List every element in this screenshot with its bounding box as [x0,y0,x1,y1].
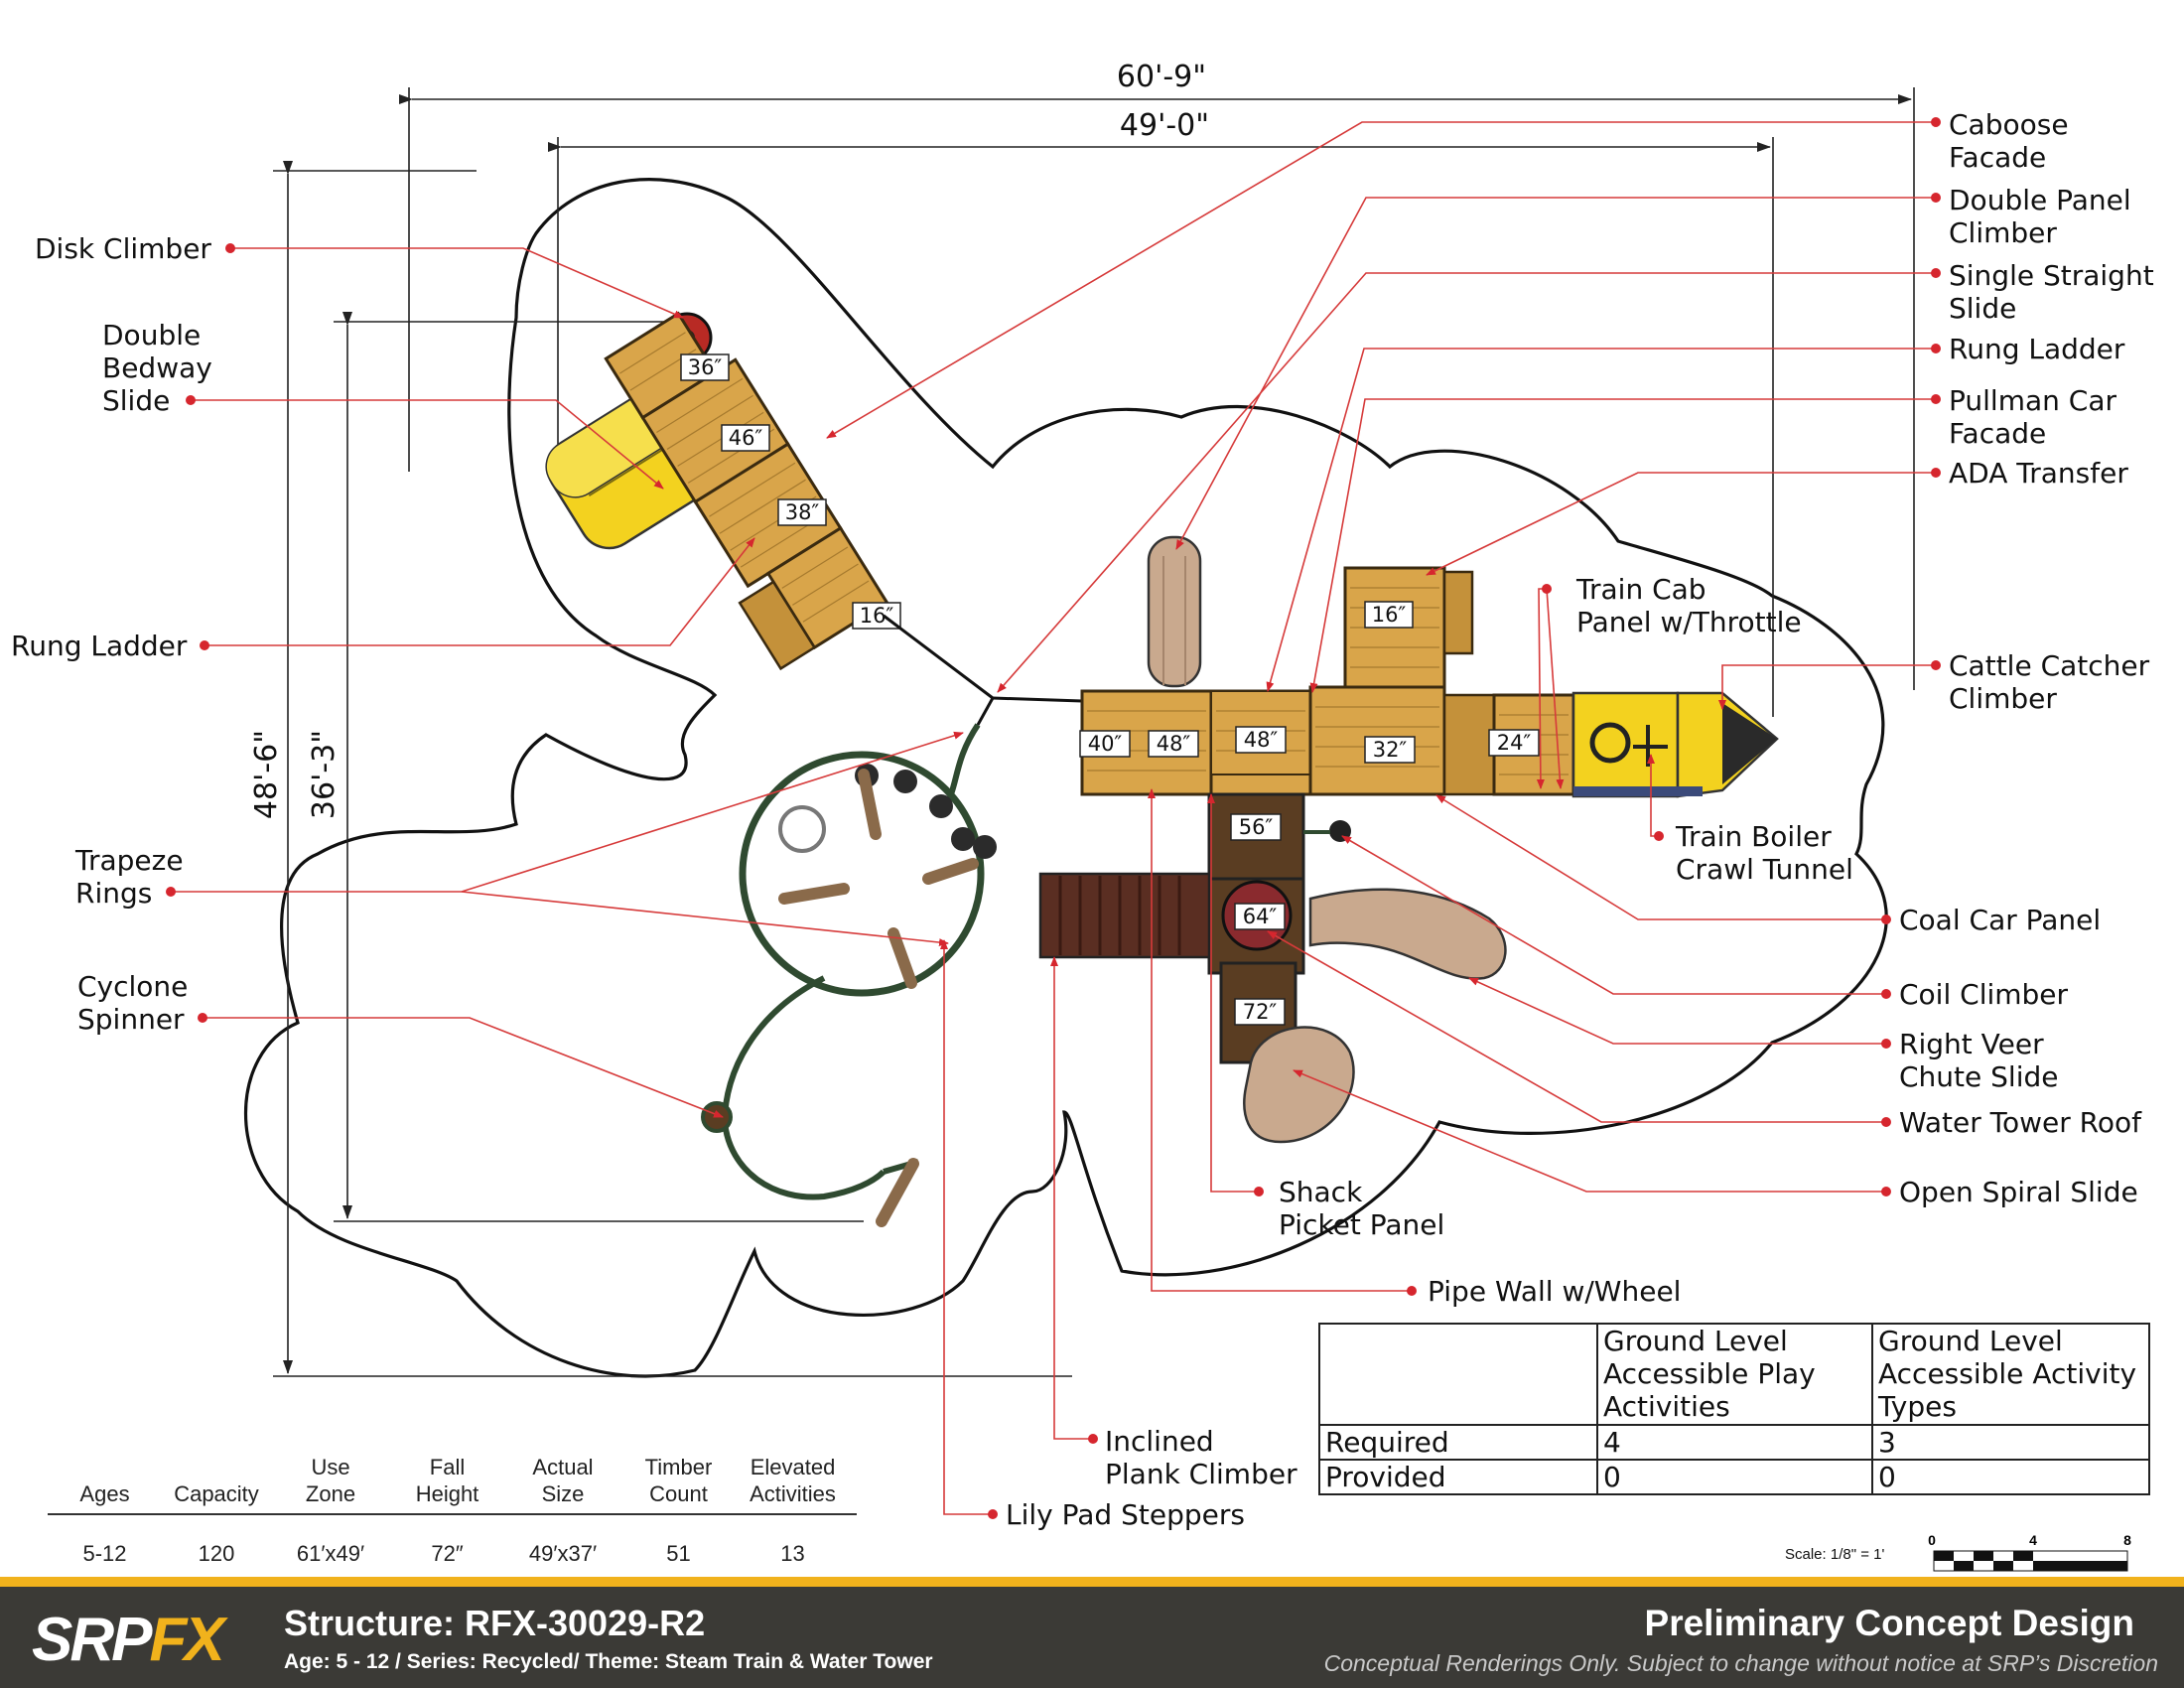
deck-height-56: 56″ [1239,815,1274,839]
label-dots [166,117,1941,1519]
deck-height-32: 32″ [1373,738,1408,762]
structure-subline: Age: 5 - 12 / Series: Recycled/ Theme: S… [284,1650,933,1673]
deck-height-40: 40″ [1088,732,1123,756]
trapeze-area [701,723,997,1227]
table-row: Required 4 3 [1318,1424,2150,1461]
label-cattle-catcher-climber: Cattle Catcher Climber [1949,649,2158,715]
spec-capacity: 120 [198,1540,235,1566]
deck-height-24: 24″ [1497,731,1532,755]
structure-id: Structure: RFX-30029-R2 [284,1603,706,1643]
spec-timber-count: 51 [666,1540,691,1566]
label-shack-picket-panel: Shack Picket Panel [1279,1176,1444,1241]
spec-use-zone: 61′x49′ [296,1540,365,1566]
train-deck-tags: 16″ 40″ 48″ 48″ 32″ 24″ 56″ 64″ 72″ [1079,601,1540,1026]
label-pullman-car-facade: Pullman Car Facade [1949,384,2125,450]
label-coal-car-panel: Coal Car Panel [1899,904,2101,936]
scale-tick-8: 8 [2123,1532,2131,1548]
spec-fall-height: 72″ [431,1540,464,1566]
bridge-lines [883,614,1083,726]
label-lily-pad-steppers: Lily Pad Steppers [1006,1498,1245,1531]
deck-height-64: 64″ [1243,905,1278,928]
deck-height-48b: 48″ [1244,728,1279,752]
spec-actual-size: 49′x37′ [528,1540,598,1566]
open-spiral-slide [1243,1026,1355,1144]
label-rung-ladder-left: Rung Ladder [11,630,188,662]
provided-play: 0 [1596,1459,1873,1495]
right-veer-chute-slide [1308,888,1507,980]
table-row: Provided 0 0 [1318,1459,2150,1495]
required-play: 4 [1596,1424,1873,1461]
label-caboose-facade: Caboose Facade [1949,108,2077,174]
label-train-cab-panel: Train Cab Panel w/Throttle [1575,573,1802,638]
structure-length-dimension: 49'-0" [1120,108,1209,143]
spec-elevated-activities: 13 [780,1540,805,1566]
label-single-straight-slide: Single Straight Slide [1949,259,2163,325]
scale-bar: Scale: 1/8" = 1' 0 4 8 [1785,1532,2131,1572]
inclined-plank-climber [1038,872,1211,959]
label-coil-climber: Coil Climber [1899,978,2069,1011]
cyclone-spinner [701,1101,733,1133]
label-disk-climber: Disk Climber [35,232,211,265]
deck-height-38: 38″ [785,500,820,524]
label-right-veer-chute-slide: Right Veer Chute Slide [1899,1028,2058,1093]
pipe-wall-wheel-icon [778,805,826,853]
label-double-bedway-slide: Double Bedway Slide [102,319,221,417]
label-pipe-wall-wheel: Pipe Wall w/Wheel [1428,1275,1681,1308]
label-inclined-plank-climber: Inclined Plank Climber [1105,1425,1297,1490]
provided-types: 0 [1871,1459,2150,1495]
dimension-lines [273,87,1915,1377]
spec-header-capacity: Capacity [174,1481,259,1506]
structure-width-dimension: 36'-3" [307,730,341,819]
overall-width-dimension: 48'-6" [249,730,284,819]
deck-height-46: 46″ [729,426,763,450]
deck-height-36: 36″ [688,355,723,379]
row-label-provided: Provided [1318,1459,1598,1495]
overall-length-dimension: 60'-9" [1117,60,1206,94]
leader-lines [171,121,1936,1515]
scale-tick-4: 4 [2029,1532,2037,1548]
disclaimer: Conceptual Renderings Only. Subject to c… [1323,1650,2158,1676]
single-straight-slide [1147,535,1202,688]
spec-ages: 5-12 [82,1540,127,1566]
scale-label: Scale: 1/8" = 1' [1785,1546,1884,1563]
label-open-spiral-slide: Open Spiral Slide [1899,1176,2138,1208]
label-ada-transfer: ADA Transfer [1949,457,2128,490]
left-tower: 36″ 46″ 38″ 16″ [545,311,901,671]
label-rung-ladder-right: Rung Ladder [1949,333,2125,365]
label-water-tower-roof: Water Tower Roof [1899,1106,2142,1139]
deck-height-16-left: 16″ [860,604,894,628]
specs-divider [48,1513,857,1515]
label-train-boiler-crawl-tunnel: Train Boiler Crawl Tunnel [1675,820,1853,886]
label-trapeze-rings: Trapeze Rings [74,844,193,910]
label-cyclone-spinner: Cyclone Spinner [77,970,197,1036]
deck-height-48a: 48″ [1157,732,1191,756]
scale-tick-0: 0 [1928,1532,1936,1548]
row-label-required: Required [1318,1424,1598,1461]
use-zone-outline [244,178,1888,1378]
design-title: Preliminary Concept Design [1644,1603,2134,1643]
footer-bar: SRPFX Structure: RFX-30029-R2 Age: 5 - 1… [0,1577,2184,1688]
deck-height-16-right: 16″ [1372,603,1407,627]
spec-header-ages: Ages [79,1481,130,1506]
required-types: 3 [1871,1424,2150,1461]
deck-height-72: 72″ [1243,1000,1278,1024]
label-double-panel-climber: Double Panel Climber [1949,184,2140,249]
srpfx-logo: SRPFX [32,1606,225,1674]
